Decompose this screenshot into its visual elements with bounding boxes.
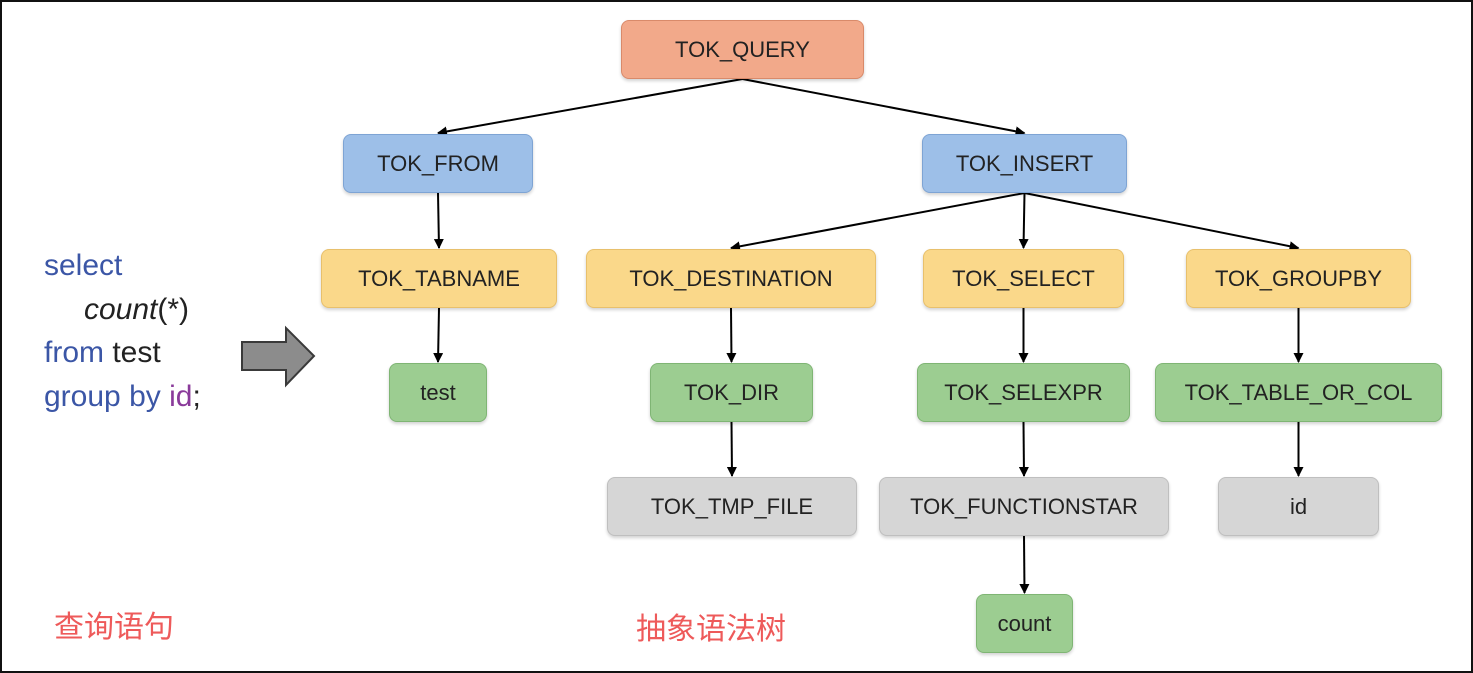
sql-keyword-group-by: group by [44,380,161,413]
edge-insert-to-destination [730,192,1025,252]
sql-line-from: from test [44,331,161,375]
node-test: test [389,363,487,422]
node-tok-tmp-file: TOK_TMP_FILE [607,477,857,536]
node-tok-tabname: TOK_TABNAME [321,249,557,308]
edge-from-to-tabname [433,192,444,249]
edge-insert-to-select [1018,192,1029,249]
sql-function-args: (*) [157,293,190,326]
node-tok-functionstar: TOK_FUNCTIONSTAR [879,477,1169,536]
sql-line-select: select [44,244,122,288]
node-tok-destination: TOK_DESTINATION [586,249,876,308]
sql-column-id: id [169,380,193,413]
sql-function-count: count [84,293,158,326]
edge-insert-to-groupby [1024,192,1300,252]
node-tok-dir: TOK_DIR [650,363,813,422]
node-tok-groupby: TOK_GROUPBY [1186,249,1411,308]
node-tok-query: TOK_QUERY [621,20,864,79]
edge-root-to-insert [742,78,1026,137]
node-tok-selexpr: TOK_SELEXPR [917,363,1130,422]
node-id: id [1218,477,1379,536]
caption-abstract-syntax-tree: 抽象语法树 [636,612,786,647]
node-count: count [976,594,1073,653]
edge-root-to-from [437,78,743,137]
edge-dir-to-tmp_file [726,421,737,477]
edge-selexpr-to-functionstar [1018,421,1029,477]
edge-destination-to-dir [726,307,737,363]
node-tok-table-or-col: TOK_TABLE_OR_COL [1155,363,1442,422]
edge-tabname-to-test [433,307,444,363]
sql-table-name: test [112,336,161,369]
sql-keyword-select: select [44,249,123,282]
caption-query-statement: 查询语句 [54,610,174,645]
node-tok-select: TOK_SELECT [923,249,1124,308]
sql-semicolon: ; [192,380,201,413]
edge-functionstar-to-count [1019,535,1030,594]
sql-line-group-by: group by id; [44,375,201,419]
sql-keyword-from: from [44,336,104,369]
node-tok-insert: TOK_INSERT [922,134,1127,193]
arrow-right-icon [241,325,316,388]
node-tok-from: TOK_FROM [343,134,533,193]
sql-line-count: count(*) [84,288,189,332]
